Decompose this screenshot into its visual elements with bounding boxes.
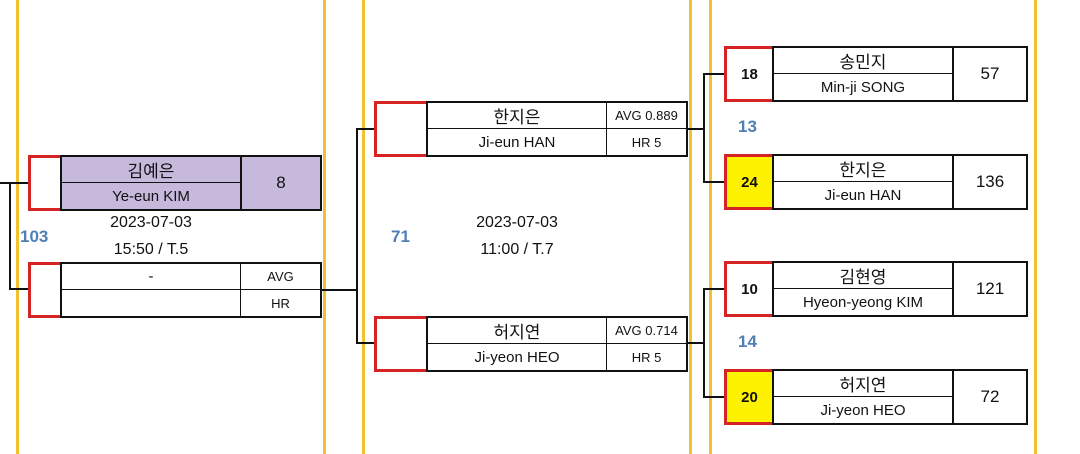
- player-name-english: Hyeon-yeong KIM: [802, 293, 924, 311]
- score-box[interactable]: 136: [952, 154, 1028, 210]
- seed-box-winner[interactable]: 24: [724, 154, 774, 210]
- player-name-english: Ji-yeon HEO: [474, 348, 560, 366]
- seed-box[interactable]: 10: [724, 261, 774, 317]
- player-name-english: Ji-yeon HEO: [820, 401, 906, 419]
- player-name-korean: 김예은: [62, 157, 240, 183]
- bracket-line: [322, 289, 358, 291]
- score-box[interactable]: 72: [952, 369, 1028, 425]
- player-name-korean: 김현영: [774, 263, 952, 289]
- seed-box-winner[interactable]: 20: [724, 369, 774, 425]
- match-date: 2023-07-03: [476, 214, 558, 231]
- bracket-line: [703, 73, 727, 75]
- seed-box[interactable]: [28, 262, 62, 318]
- bracket-line: [687, 342, 705, 344]
- bracket-line: [703, 73, 705, 183]
- match-number: 13: [738, 117, 757, 136]
- bracket-line: [687, 128, 705, 130]
- stat-box: AVG 0.714 HR 5: [606, 316, 688, 372]
- player-name-box[interactable]: 한지은 Ji-eun HAN: [426, 101, 608, 157]
- bracket-line: [356, 342, 376, 344]
- hr-value: HR 5: [631, 134, 662, 150]
- player-name-korean: 한지은: [774, 156, 952, 182]
- player-name-korean: 허지연: [774, 371, 952, 397]
- bracket-line: [9, 182, 11, 290]
- player-name-box[interactable]: 한지은 Ji-eun HAN: [772, 154, 954, 210]
- stat-box: AVG 0.889 HR 5: [606, 101, 688, 157]
- avg-value: AVG 0.889: [607, 103, 686, 129]
- bracket-line: [9, 288, 31, 290]
- score-box[interactable]: 57: [952, 46, 1028, 102]
- player-name-box[interactable]: 송민지 Min-ji SONG: [772, 46, 954, 102]
- player-name-box[interactable]: 김예은 Ye-eun KIM: [60, 155, 242, 211]
- player-name-box[interactable]: 허지연 Ji-yeon HEO: [426, 316, 608, 372]
- player-name-korean: 송민지: [774, 48, 952, 74]
- match-number: 103: [20, 227, 49, 246]
- match-date: 2023-07-03: [110, 214, 192, 231]
- bracket-line: [356, 128, 376, 130]
- bracket-line: [356, 128, 358, 344]
- bracket-line: [703, 396, 727, 398]
- player-name-english: Ji-eun HAN: [478, 133, 556, 151]
- player-name-english: Ye-eun KIM: [112, 187, 190, 205]
- player-name-box[interactable]: -: [60, 262, 242, 318]
- stat-box: AVG HR: [240, 262, 322, 318]
- avg-value: AVG 0.714: [607, 318, 686, 344]
- column-divider: [1034, 0, 1037, 454]
- column-divider: [709, 0, 712, 454]
- score-box[interactable]: 8: [240, 155, 322, 211]
- player-name-english: [62, 290, 240, 316]
- bracket-line: [703, 288, 727, 290]
- match-number: 71: [391, 227, 410, 246]
- player-name-box[interactable]: 김현영 Hyeon-yeong KIM: [772, 261, 954, 317]
- column-divider: [323, 0, 326, 454]
- player-name-english: Min-ji SONG: [820, 78, 906, 96]
- bracket-line: [703, 181, 727, 183]
- hr-label: HR: [271, 295, 290, 311]
- avg-label: AVG: [241, 264, 320, 290]
- player-name-english: Ji-eun HAN: [824, 186, 902, 204]
- match-time-table: 11:00 / T.7: [480, 241, 554, 258]
- column-divider: [362, 0, 365, 454]
- match-number: 14: [738, 332, 757, 351]
- column-divider: [16, 0, 19, 454]
- seed-box[interactable]: [28, 155, 62, 211]
- seed-box[interactable]: [374, 101, 428, 157]
- player-name-korean: 허지연: [428, 318, 606, 344]
- seed-box[interactable]: [374, 316, 428, 372]
- player-name-korean: 한지은: [428, 103, 606, 129]
- bracket-line: [0, 182, 30, 184]
- player-name-box[interactable]: 허지연 Ji-yeon HEO: [772, 369, 954, 425]
- seed-box[interactable]: 18: [724, 46, 774, 102]
- column-divider: [689, 0, 692, 454]
- bracket-line: [703, 288, 705, 398]
- score-box[interactable]: 121: [952, 261, 1028, 317]
- match-time-table: 15:50 / T.5: [113, 241, 189, 258]
- hr-value: HR 5: [631, 349, 662, 365]
- player-name-korean: -: [62, 264, 240, 290]
